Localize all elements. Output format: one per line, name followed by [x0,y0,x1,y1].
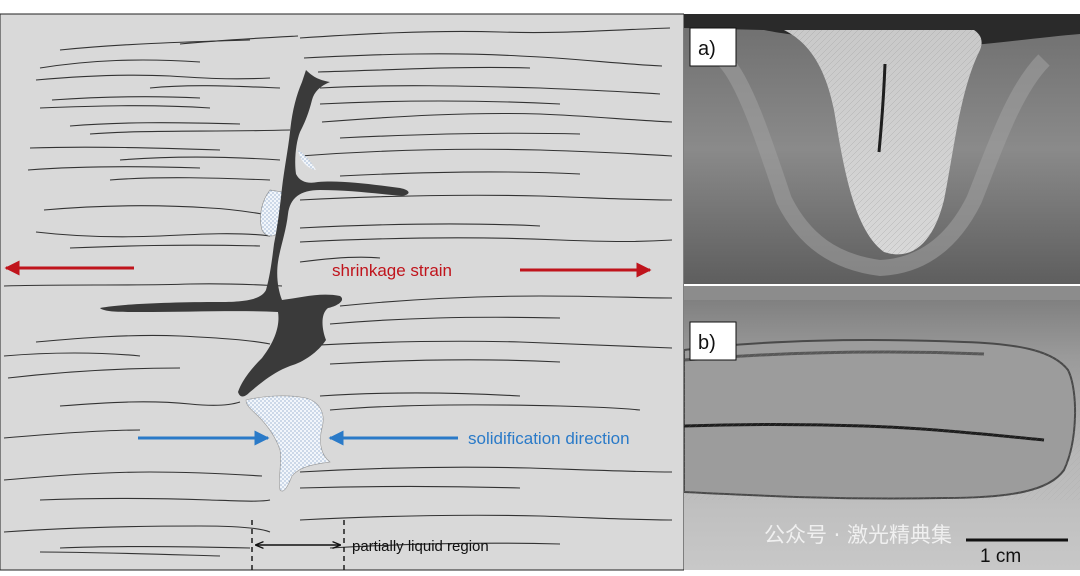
hot-cracking-schematic: shrinkage strain solidification directio… [0,13,684,571]
watermark: 公众号 · 激光精典集 [764,523,952,547]
photo-b-label: b) [698,332,716,354]
photo-a-label-box [689,27,737,67]
grain-boundaries-right [299,27,673,549]
photo-b-label-box [689,321,737,361]
scale-bar-label: 1 cm [980,546,1021,567]
solidification-direction-label: solidification direction [468,429,630,448]
grain-boundaries-left [3,35,299,557]
photo-a-label: a) [698,38,716,60]
weld-micrographs: a) b) 公众号 · 激光精典集 1 cm [684,14,1080,570]
schematic-background [0,13,684,571]
photo-b-top-view: b) 公众号 · 激光精典集 1 cm [684,286,1080,570]
liquid-film-regions [245,150,331,492]
photo-a-cross-section: a) [684,14,1080,284]
partially-liquid-region-label: partially liquid region [352,538,489,555]
shrinkage-strain-label: shrinkage strain [332,261,452,280]
